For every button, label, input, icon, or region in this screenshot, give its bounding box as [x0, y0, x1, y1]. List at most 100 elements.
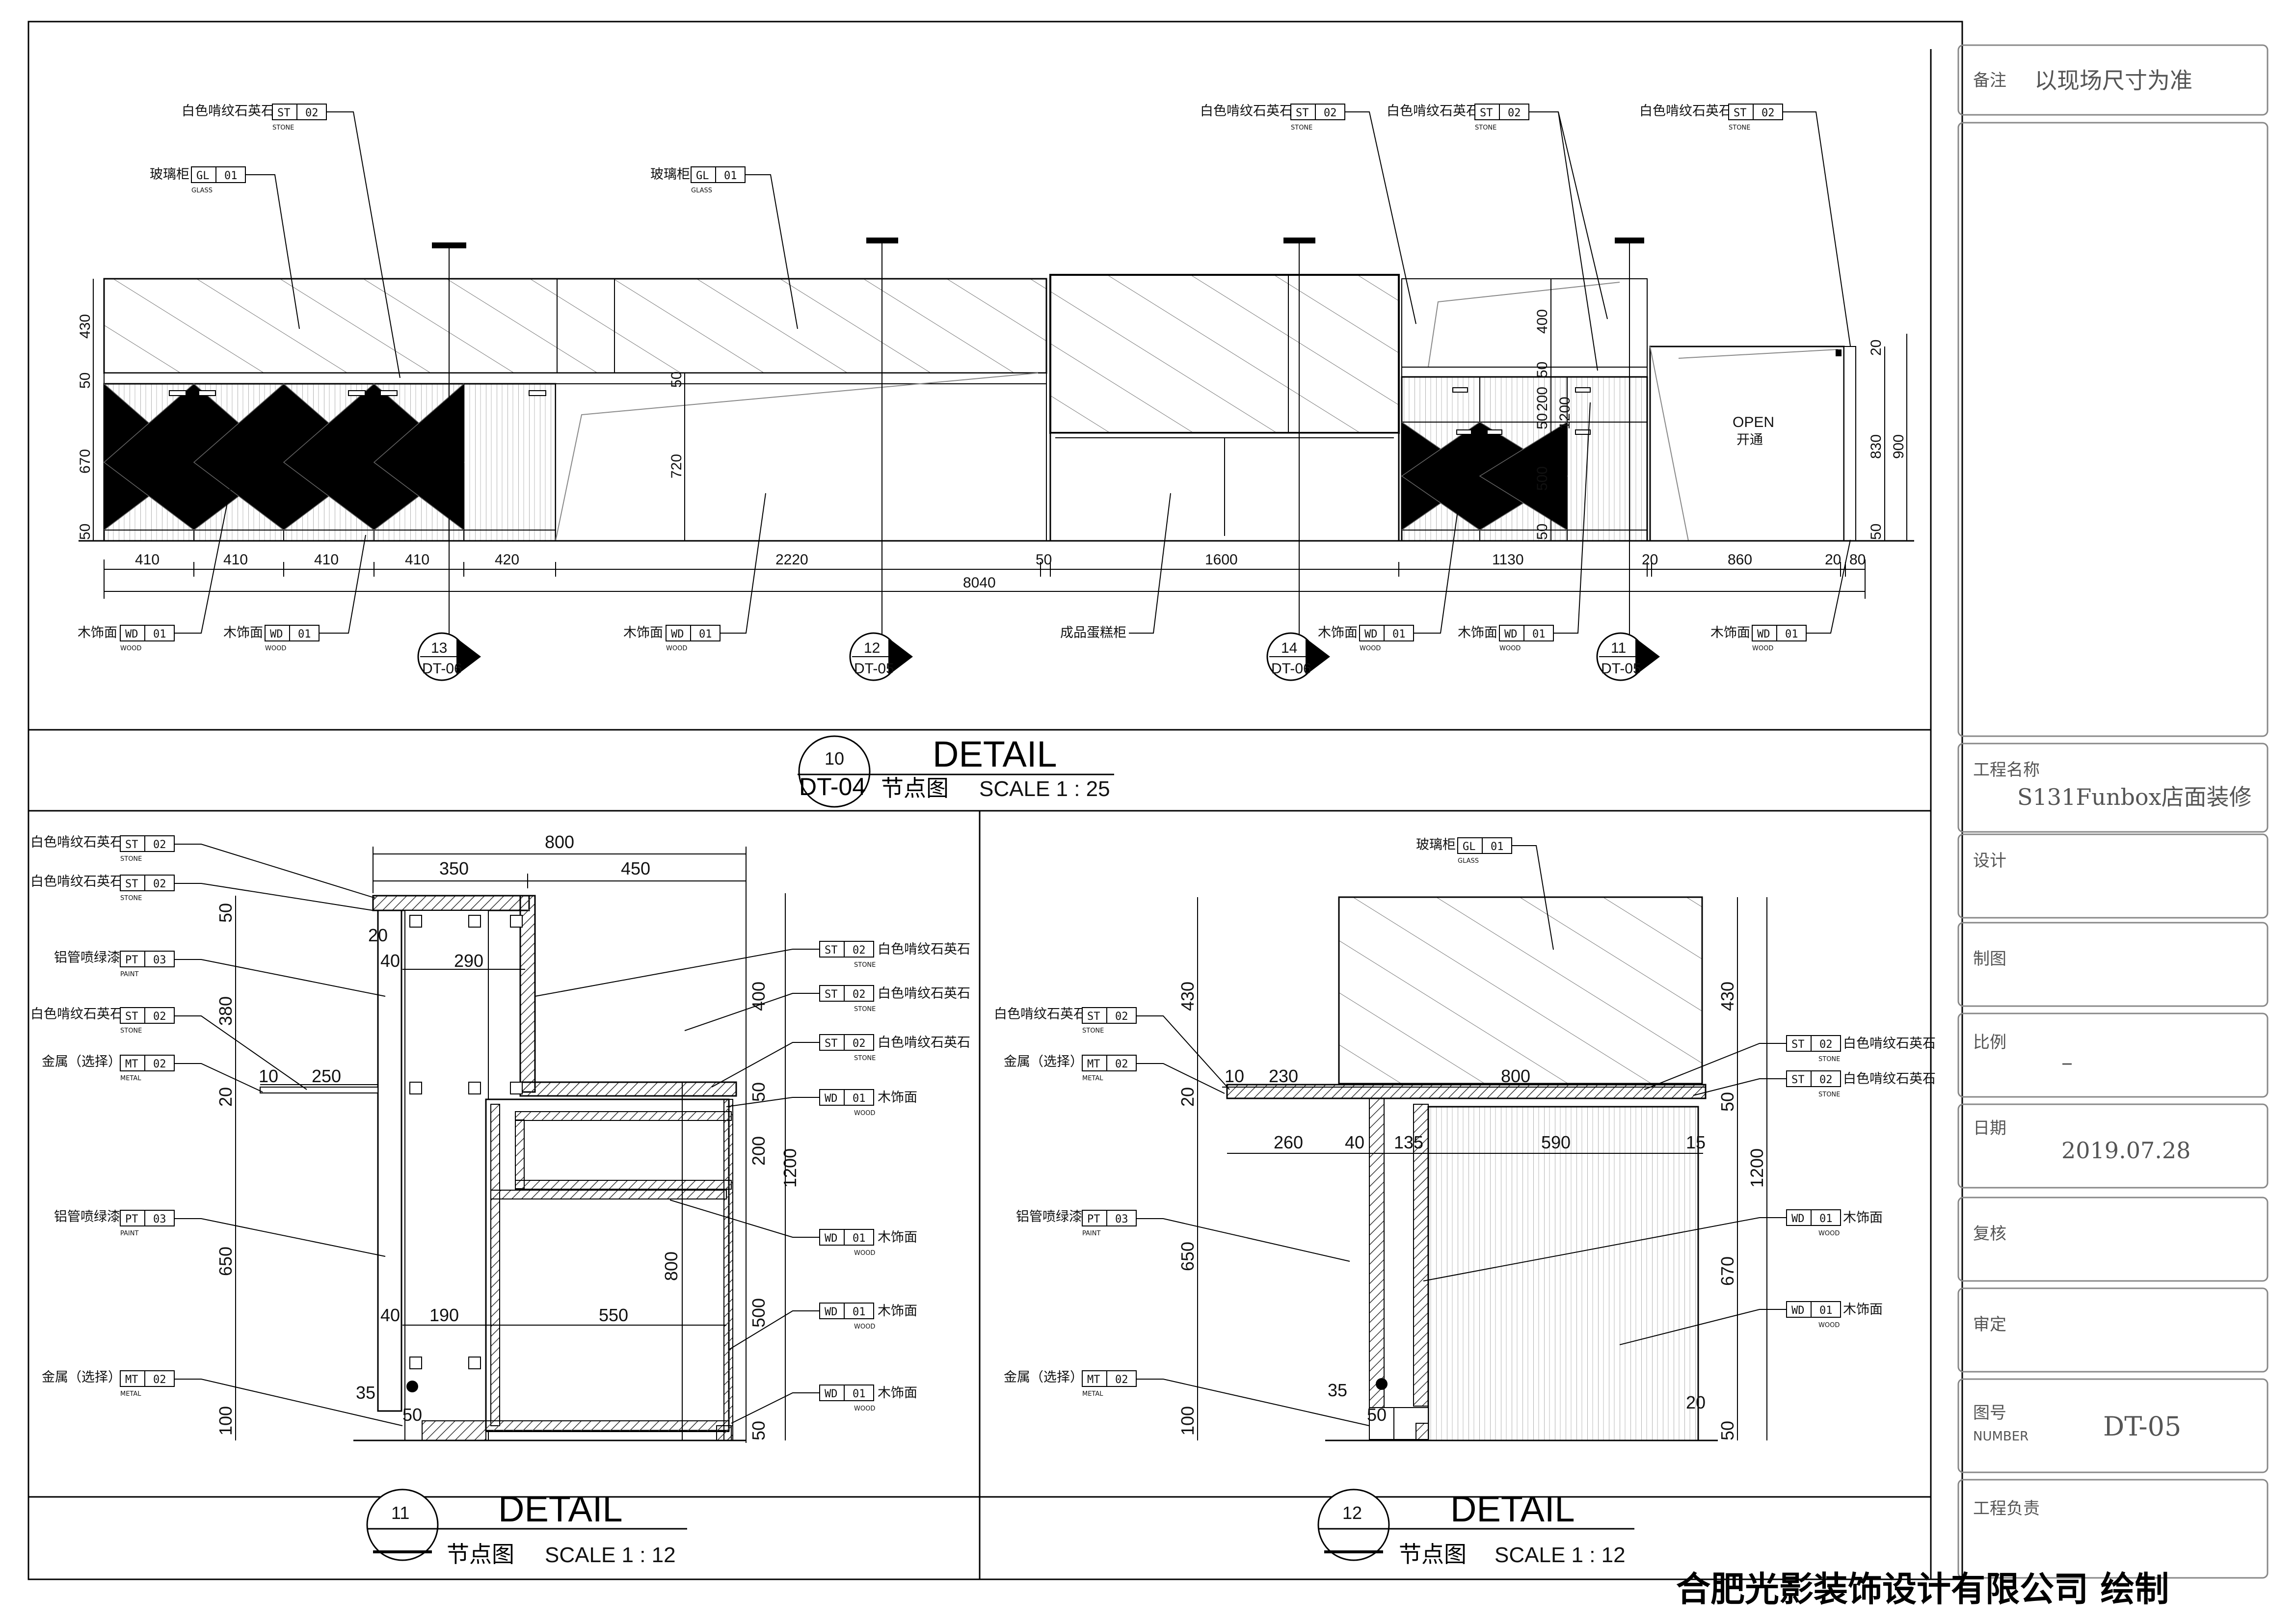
dim-total: 8040	[963, 575, 996, 591]
svg-text:ST: ST	[825, 944, 838, 957]
svg-text:01: 01	[724, 170, 737, 182]
svg-text:ST: ST	[825, 988, 838, 1001]
lead-label: 工程负责	[1973, 1499, 2040, 1518]
dim-b-10: 20	[1642, 552, 1658, 568]
svg-text:20: 20	[215, 1087, 236, 1107]
svg-text:200: 200	[748, 1136, 769, 1166]
svg-text:玻璃柜: 玻璃柜	[150, 167, 189, 182]
d11-dim-450: 450	[621, 858, 650, 879]
svg-text:250: 250	[312, 1066, 341, 1086]
svg-text:STONE: STONE	[1818, 1056, 1840, 1063]
svg-text:MT: MT	[125, 1058, 138, 1070]
svg-text:PAINT: PAINT	[120, 971, 138, 978]
svg-text:METAL: METAL	[120, 1075, 141, 1082]
svg-text:50: 50	[748, 1082, 769, 1102]
section-markers	[432, 238, 1644, 643]
project-value: S131Funbox店面装修	[2017, 784, 2252, 810]
svg-text:40: 40	[380, 1305, 400, 1325]
dim-b-4: 410	[405, 552, 429, 568]
svg-text:STONE: STONE	[854, 1055, 876, 1062]
glass-band-left	[103, 278, 1047, 374]
dim-l-4: 50	[77, 524, 93, 540]
countertop-left	[104, 373, 1047, 384]
svg-text:20: 20	[1177, 1087, 1198, 1107]
dim-50-center: 50	[668, 372, 685, 388]
section-bubble-11: 11 DT-05	[1596, 632, 1660, 681]
project-label: 工程名称	[1973, 760, 2040, 780]
svg-text:WD: WD	[825, 1306, 838, 1318]
svg-text:50: 50	[748, 1421, 769, 1440]
svg-text:DETAIL: DETAIL	[498, 1489, 623, 1529]
svg-text:02: 02	[153, 1011, 166, 1023]
tag-e-b1: 木饰面 WD 01 WOOD	[78, 485, 231, 652]
svg-text:木饰面: 木饰面	[878, 1385, 917, 1401]
svg-text:WD: WD	[270, 628, 283, 640]
svg-text:DETAIL: DETAIL	[1450, 1489, 1575, 1529]
svg-text:木饰面: 木饰面	[1843, 1302, 1883, 1317]
svg-text:SCALE 1 : 12: SCALE 1 : 12	[1495, 1543, 1626, 1567]
detail-12-drawing: 10 230 800 260 40 135 590 15 35 50 20 43…	[994, 837, 1936, 1568]
svg-text:50: 50	[1717, 1092, 1737, 1112]
tag-e-b6: 木饰面 WD 01 WOOD	[1710, 539, 1851, 652]
svg-text:白色啃纹石英石: 白色啃纹石英石	[878, 942, 970, 957]
svg-text:金属（选择）: 金属（选择）	[1004, 1370, 1083, 1385]
svg-text:02: 02	[853, 988, 866, 1001]
svg-text:SCALE 1 : 25: SCALE 1 : 25	[979, 777, 1110, 801]
svg-text:WOOD: WOOD	[854, 1250, 875, 1257]
svg-text:15: 15	[1686, 1132, 1706, 1152]
svg-text:白色啃纹石英石: 白色啃纹石英石	[1200, 104, 1293, 119]
dim-b-13: 80	[1849, 552, 1866, 568]
svg-text:白色啃纹石英石: 白色啃纹石英石	[994, 1007, 1087, 1022]
svg-text:02: 02	[1115, 1058, 1128, 1070]
svg-text:01: 01	[853, 1306, 866, 1318]
svg-text:ST: ST	[825, 1038, 838, 1050]
svg-text:35: 35	[356, 1383, 375, 1403]
dim-720: 720	[668, 454, 685, 479]
svg-text:STONE: STONE	[272, 124, 294, 132]
svg-text:WOOD: WOOD	[1360, 645, 1381, 652]
svg-text:290: 290	[454, 951, 483, 971]
svg-text:01: 01	[1785, 628, 1798, 640]
svg-text:02: 02	[153, 839, 166, 851]
svg-text:金属（选择）: 金属（选择）	[1004, 1054, 1083, 1069]
svg-text:650: 650	[1177, 1242, 1198, 1271]
svg-text:01: 01	[298, 628, 311, 640]
svg-text:木饰面: 木饰面	[1843, 1210, 1883, 1225]
svg-text:METAL: METAL	[120, 1390, 141, 1398]
svg-text:木饰面: 木饰面	[78, 625, 117, 640]
svg-text:铝管喷绿漆: 铝管喷绿漆	[54, 950, 120, 965]
dim-b-3: 410	[314, 552, 339, 568]
svg-text:白色啃纹石英石: 白色啃纹石英石	[878, 1035, 970, 1050]
number-sub-label: NUMBER	[1973, 1429, 2029, 1444]
svg-text:02: 02	[853, 944, 866, 957]
svg-text:50: 50	[1367, 1405, 1387, 1425]
svg-text:WOOD: WOOD	[1752, 645, 1773, 652]
svg-text:STONE: STONE	[1818, 1091, 1840, 1098]
svg-text:800: 800	[661, 1251, 681, 1281]
svg-text:玻璃柜: 玻璃柜	[650, 167, 690, 182]
svg-text:20: 20	[368, 925, 388, 945]
section-13-num: 13	[431, 640, 447, 656]
remark-value: 以现场尺寸为准	[2034, 67, 2192, 94]
tag-e-b3: 木饰面 WD 01 WOOD	[623, 493, 766, 652]
svg-text:白色啃纹石英石: 白色啃纹石英石	[1639, 104, 1732, 119]
svg-text:GLASS: GLASS	[191, 187, 213, 194]
svg-text:10: 10	[259, 1066, 278, 1086]
svg-text:02: 02	[1819, 1074, 1833, 1086]
svg-text:800: 800	[1501, 1066, 1530, 1086]
svg-text:430: 430	[1717, 982, 1737, 1011]
svg-text:节点图: 节点图	[1399, 1541, 1467, 1568]
svg-text:WOOD: WOOD	[1499, 645, 1521, 652]
svg-text:WD: WD	[825, 1092, 838, 1105]
svg-text:WD: WD	[1757, 628, 1770, 640]
svg-text:02: 02	[153, 1058, 166, 1070]
svg-text:01: 01	[153, 628, 166, 640]
svg-text:GLASS: GLASS	[1458, 857, 1479, 865]
dim-l-1: 430	[77, 314, 93, 339]
